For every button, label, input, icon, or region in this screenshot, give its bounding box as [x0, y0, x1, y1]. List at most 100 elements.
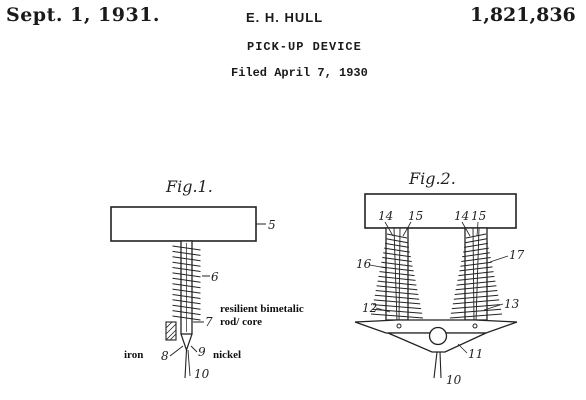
- fig2-leader-11: [457, 343, 468, 354]
- fig1-coil: [172, 245, 201, 321]
- coil-winding: [455, 285, 497, 291]
- fig2-needle: [433, 351, 438, 379]
- coil-winding: [172, 299, 201, 305]
- fig1-leader-8: [169, 345, 184, 357]
- annotation-bimetal-line1: resilient bimetalic: [220, 303, 304, 315]
- fig2-armature-bar: [354, 319, 518, 334]
- fig2-ref-12: 12: [362, 301, 377, 315]
- fig1-ref-6: 6: [211, 270, 219, 284]
- fig1-iron-piece: [165, 321, 177, 341]
- fig2-ref-10: 10: [446, 373, 462, 387]
- coil-winding: [464, 242, 488, 248]
- coil-winding: [172, 310, 201, 316]
- fig2-leader-17: [489, 255, 509, 263]
- coil-winding: [459, 266, 493, 272]
- coil-winding: [375, 290, 419, 295]
- patent-number: 1,821,836: [470, 4, 576, 26]
- coil-winding: [372, 304, 422, 310]
- coil-winding: [449, 313, 503, 319]
- coil-winding: [386, 238, 408, 244]
- coil-winding: [377, 280, 417, 286]
- fig2-ref-17: 17: [509, 248, 525, 262]
- coil-winding: [456, 280, 496, 286]
- fig2-magnet-block: [364, 193, 517, 229]
- coil-winding: [172, 272, 201, 278]
- coil-winding: [463, 247, 489, 253]
- fig2-left-coil: [370, 233, 424, 319]
- fig2-ref-15b: 15: [471, 209, 486, 223]
- fig2-leader-15a: [402, 221, 412, 237]
- patent-title: PICK-UP DEVICE: [247, 40, 362, 54]
- fig1-leader-9: [190, 345, 198, 353]
- fig1-iron-hatch: [165, 321, 177, 341]
- fig1-needle: [184, 349, 188, 379]
- coil-winding: [172, 250, 201, 256]
- coil-winding: [373, 299, 421, 305]
- coil-winding: [460, 261, 492, 267]
- coil-winding: [453, 294, 499, 300]
- annotation-nickel: nickel: [213, 349, 241, 361]
- coil-winding: [457, 275, 495, 281]
- fig1-ref-5: 5: [268, 218, 276, 232]
- annotation-iron: iron: [124, 349, 143, 361]
- patent-date: Sept. 1, 1931.: [6, 4, 161, 26]
- coil-winding: [384, 247, 410, 253]
- fig2-ref-16: 16: [356, 257, 372, 271]
- coil-winding: [172, 261, 201, 267]
- fig2-right-pivot: [472, 323, 478, 329]
- coil-winding: [172, 277, 201, 283]
- fig2-label: Fig.2.: [408, 169, 456, 188]
- fig2-leader-13: [483, 303, 504, 311]
- coil-winding: [450, 308, 502, 314]
- fig2-ref-15a: 15: [408, 209, 423, 223]
- coil-winding: [462, 252, 490, 258]
- coil-winding: [172, 256, 201, 262]
- fig1-needle-2: [187, 349, 191, 377]
- fig2-ref-13: 13: [504, 297, 520, 311]
- coil-winding: [465, 238, 487, 244]
- fig2-ref-14a: 14: [378, 209, 393, 223]
- coil-winding: [382, 257, 412, 262]
- coil-winding: [458, 271, 494, 277]
- fig2-ref-11: 11: [468, 347, 483, 361]
- coil-winding: [374, 294, 420, 300]
- coil-winding: [451, 304, 501, 310]
- coil-winding: [452, 299, 500, 305]
- coil-winding: [172, 304, 201, 310]
- fig2-leader-14a: [384, 221, 394, 237]
- coil-winding: [378, 275, 416, 281]
- fig2-leader-15b: [476, 221, 479, 237]
- coil-winding: [370, 313, 424, 319]
- fig1-ref-9: 9: [198, 345, 206, 359]
- coil-winding: [172, 315, 201, 321]
- coil-winding: [172, 294, 201, 299]
- coil-winding: [386, 233, 408, 239]
- coil-winding: [371, 308, 423, 314]
- coil-winding: [376, 285, 418, 291]
- fig1-label: Fig.1.: [165, 177, 213, 196]
- figure-1: Fig.1. 5 6 7 8 9: [110, 177, 304, 381]
- coil-winding: [454, 290, 498, 295]
- fig1-ref-10: 10: [194, 367, 210, 381]
- fig2-ref-14b: 14: [454, 209, 469, 223]
- fig2-leader-14b: [461, 221, 471, 237]
- coil-winding: [385, 242, 409, 248]
- coil-winding: [172, 267, 201, 272]
- coil-winding: [172, 283, 201, 289]
- coil-winding: [381, 261, 413, 267]
- fig2-leader-16: [369, 264, 387, 269]
- coil-winding: [383, 252, 411, 258]
- figure-2: Fig.2. 14: [354, 169, 525, 387]
- fig2-left-pivot: [396, 323, 402, 329]
- inventor-name: E. H. HULL: [246, 10, 324, 25]
- fig1-ref-8: 8: [161, 349, 169, 363]
- fig2-pivot-ball: [428, 326, 448, 346]
- coil-winding: [379, 271, 415, 277]
- coil-winding: [380, 266, 414, 272]
- annotation-bimetal-line2: rod/ core: [220, 316, 262, 328]
- filing-date: Filed April 7, 1930: [231, 66, 368, 80]
- coil-winding: [172, 288, 201, 294]
- fig1-tip: [180, 333, 193, 352]
